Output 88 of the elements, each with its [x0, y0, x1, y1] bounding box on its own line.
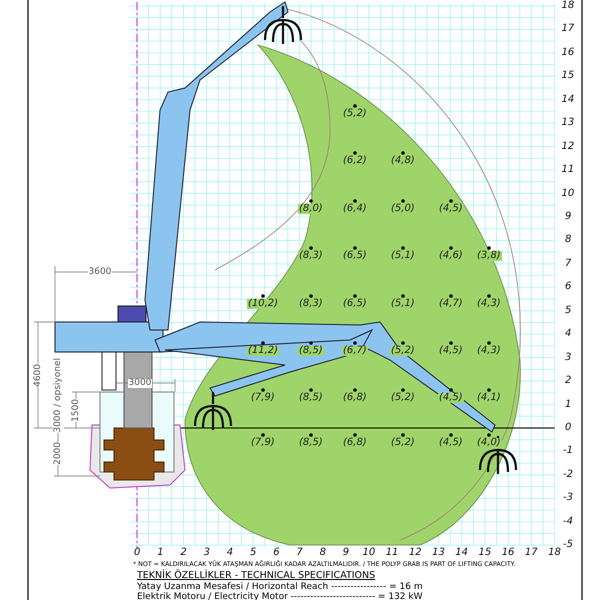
dimension-label: 2000: [52, 442, 64, 464]
capacity-value: (8,5): [298, 438, 324, 448]
axis-tick-label: 9: [565, 212, 572, 222]
axis-tick-label: 15: [478, 548, 492, 558]
capacity-value: (4,1): [476, 393, 502, 403]
axis-tick-label: 18: [562, 0, 574, 11]
axis-tick-label: 2: [565, 376, 572, 386]
axis-tick-label: 17: [562, 24, 574, 34]
axis-tick-label: 6: [565, 282, 572, 292]
axis-tick-label: -4: [563, 516, 573, 527]
capacity-value: (4,3): [476, 346, 502, 356]
capacity-value: (4,0): [476, 438, 502, 448]
axis-tick-label: 13: [432, 548, 445, 558]
axis-tick-label: 4: [226, 548, 234, 558]
dimension-label: 1500: [70, 398, 82, 422]
capacity-value: (6,5): [342, 299, 368, 309]
capacity-value: (6,4): [342, 204, 368, 214]
capacity-value: (7,9): [250, 438, 276, 448]
axis-tick-label: 13: [562, 118, 574, 128]
axis-tick-label: 4: [565, 329, 572, 340]
axis-tick-label: 3: [204, 548, 210, 558]
capacity-value: (5,0): [390, 204, 416, 214]
capacity-value: (6,2): [342, 156, 368, 166]
capacity-value: (4,6): [438, 251, 464, 261]
axis-tick-label: 0: [565, 423, 572, 433]
axis-tick-label: 12: [408, 548, 422, 558]
axis-tick-label: 8: [320, 548, 326, 558]
dimension-label: 3600: [88, 268, 112, 276]
axis-tick-label: 1: [157, 548, 164, 558]
axis-tick-label: -1: [563, 446, 573, 456]
spec-line: Elektrik Motoru / Electricity Motor -------------------------- = 132 kW: [137, 592, 422, 600]
spec-heading: TEKNİK ÖZELLİKLER - TECHNICAL SPECIFICATIONS: [137, 571, 376, 580]
capacity-value: (3,8): [476, 251, 502, 261]
axis-tick-label: 0: [134, 548, 140, 558]
axis-tick-label: 11: [386, 548, 398, 558]
capacity-value: (4,5): [438, 393, 464, 403]
capacity-value: (5,2): [390, 438, 416, 448]
capacity-value: (6,8): [342, 393, 368, 403]
capacity-value: (6,8): [342, 438, 368, 448]
capacity-value: (7,9): [250, 393, 276, 403]
capacity-value: (4,7): [438, 299, 464, 309]
axis-tick-label: -2: [563, 470, 573, 480]
axis-tick-label: 17: [524, 548, 538, 558]
capacity-value: (5,2): [390, 346, 416, 356]
axis-tick-label: 8: [565, 235, 572, 246]
capacity-value: (4,5): [438, 204, 464, 214]
axis-tick-label: 12: [562, 142, 574, 152]
capacity-value: (4,5): [438, 438, 464, 448]
capacity-value: (8,0): [298, 204, 324, 214]
axis-tick-label: 14: [562, 94, 574, 105]
capacity-value: (4,3): [476, 299, 502, 309]
axis-tick-label: 3: [565, 352, 572, 363]
axis-tick-label: -5: [563, 540, 573, 550]
dimension-label: 4600: [32, 364, 44, 386]
spec-line: Yatay Uzanma Mesafesi / Horizontal Reach ----------------- = 16 m: [137, 582, 423, 592]
axis-tick-label: 7: [565, 258, 572, 269]
capacity-value: (5,1): [390, 299, 416, 309]
axis-tick-label: 5: [565, 306, 572, 316]
axis-tick-label: 15: [562, 71, 574, 82]
capacity-value: (10,2): [247, 299, 280, 309]
axis-tick-label: 10: [362, 548, 376, 558]
capacity-value: (8,3): [298, 251, 324, 261]
axis-tick-label: 16: [562, 48, 574, 58]
axis-tick-label: 10: [562, 188, 574, 198]
dimension-label: 3000: [128, 378, 152, 388]
capacity-value: (5,1): [390, 251, 416, 261]
capacity-value: (5,2): [342, 109, 368, 119]
dimension-label: 3000 / opsiyonel: [52, 358, 64, 432]
axis-tick-label: 16: [502, 548, 514, 558]
capacity-value: (8,5): [298, 393, 324, 403]
axis-tick-label: 2: [180, 548, 187, 558]
capacity-value: (11,2): [247, 346, 280, 356]
axis-tick-label: 14: [455, 548, 468, 558]
axis-tick-label: -3: [563, 493, 573, 504]
axis-tick-label: 18: [548, 548, 561, 558]
capacity-value: (4,5): [438, 346, 464, 356]
axis-tick-label: 6: [273, 548, 280, 558]
capacity-value: (5,2): [390, 393, 416, 403]
axis-tick-label: 1: [565, 400, 572, 410]
capacity-value: (4,8): [390, 156, 416, 166]
capacity-value: (8,3): [298, 299, 324, 309]
axis-tick-label: 9: [342, 548, 350, 558]
capacity-value: (8,5): [298, 346, 324, 356]
capacity-value: (6,7): [342, 346, 368, 356]
axis-tick-label: 5: [250, 548, 256, 558]
axis-tick-label: 7: [296, 548, 303, 558]
capacity-value: (6,5): [342, 251, 368, 261]
axis-tick-label: 11: [562, 165, 574, 176]
